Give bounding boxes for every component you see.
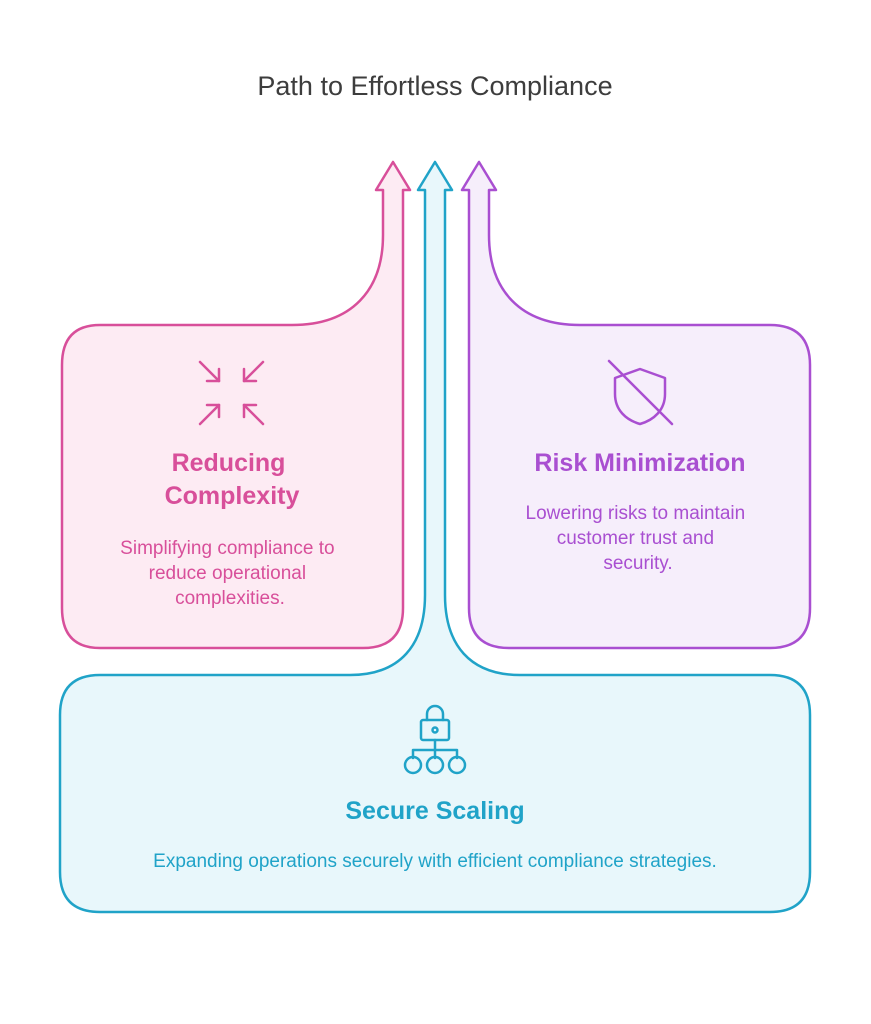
risk-minimization-heading: Risk Minimization (534, 449, 745, 477)
secure-scaling-shape (58, 160, 812, 914)
compress-arrows-icon (198, 360, 265, 426)
shield-off-icon (607, 359, 674, 426)
reducing-complexity-description: Simplifying compliance to reduce operati… (120, 538, 340, 609)
page-title: Path to Effortless Compliance (257, 71, 612, 101)
lock-network-icon (403, 704, 467, 775)
reducing-complexity-shape (60, 160, 412, 650)
reducing-complexity-heading: Reducing Complexity (165, 449, 300, 510)
risk-minimization-shape (460, 160, 812, 650)
secure-scaling-description: Expanding operations securely with effic… (153, 851, 717, 872)
risk-minimization-description: Lowering risks to maintain customer trus… (526, 503, 751, 574)
secure-scaling-heading: Secure Scaling (345, 797, 524, 825)
